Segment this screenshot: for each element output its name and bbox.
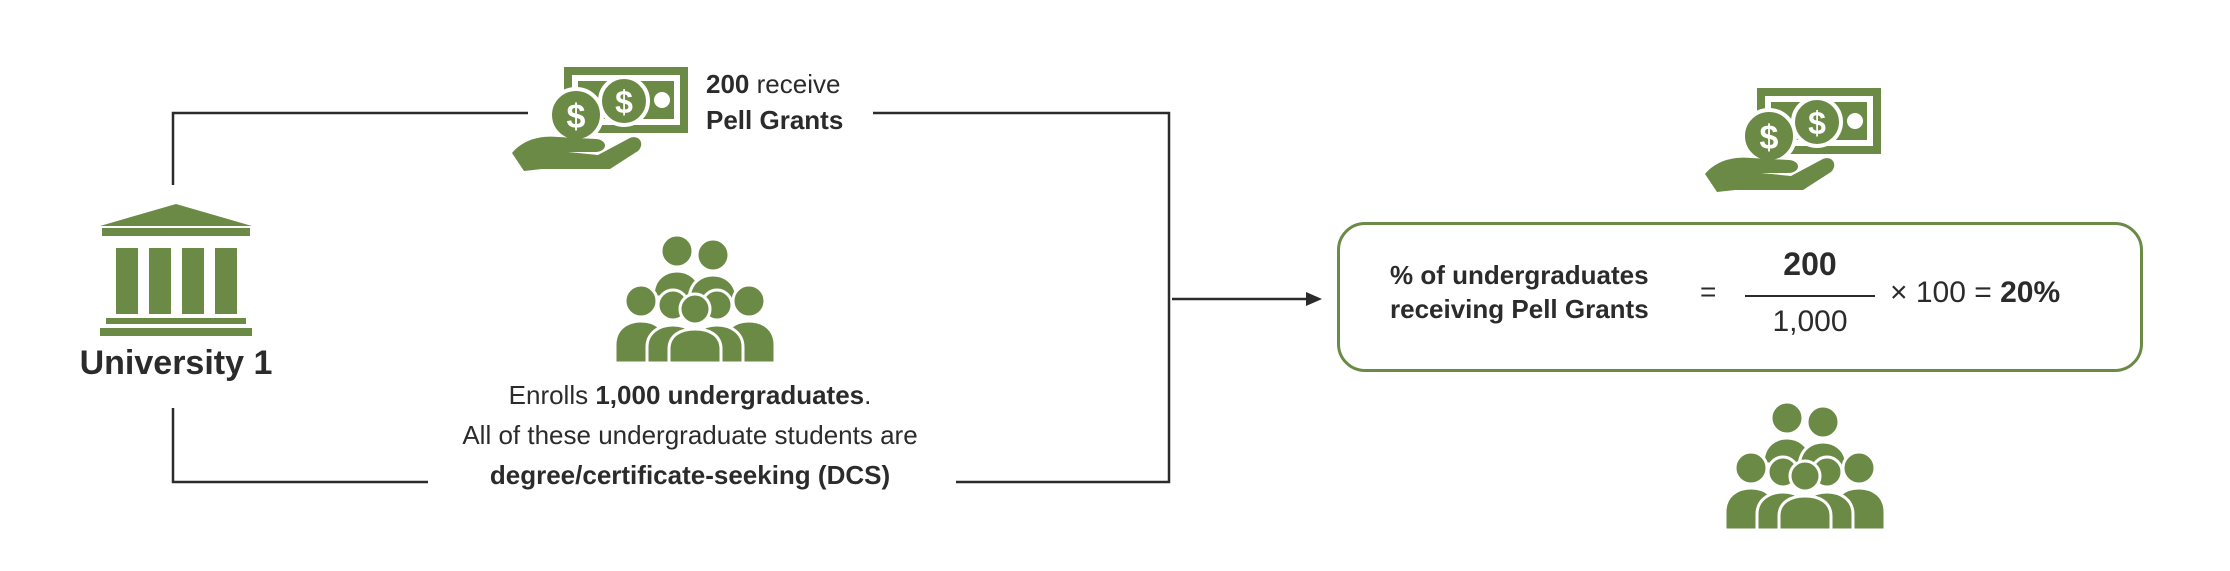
formula-label: % of undergraduates receiving Pell Grant…	[1390, 258, 1649, 326]
formula-result-text: × 100 = 20%	[1890, 276, 2060, 310]
pell-count: 200	[706, 69, 750, 99]
formula-equals: =	[1700, 276, 1717, 307]
pell-receive-word: receive	[749, 69, 841, 99]
formula-box	[1337, 222, 2143, 372]
formula-label-line1: % of undergraduates	[1390, 260, 1649, 290]
bottom-bracket-left	[171, 408, 428, 484]
formula-result: 20%	[2000, 276, 2061, 309]
formula-denominator: 1,000	[1772, 305, 1848, 338]
pell-label: Pell Grants	[706, 105, 844, 135]
enroll-count: 1,000 undergraduates	[595, 380, 865, 410]
university-name: University 1	[79, 344, 273, 382]
top-bracket-right	[873, 111, 1171, 484]
university-building-icon	[100, 204, 252, 336]
people-group-icon	[615, 235, 775, 365]
formula-multiplier: × 100 =	[1890, 276, 1992, 309]
enroll-line2: All of these undergraduate students are	[462, 420, 918, 450]
money-hand-icon-right: $ $	[1705, 88, 1881, 192]
svg-text:$: $	[1808, 105, 1826, 141]
svg-text:$: $	[615, 84, 633, 120]
svg-text:$: $	[567, 98, 586, 136]
pell-recipients-text: 200 receive Pell Grants	[706, 66, 843, 138]
enrollment-text: Enrolls 1,000 undergraduates. All of the…	[410, 375, 970, 495]
money-hand-icon: $ $	[512, 67, 688, 171]
enroll-suffix: .	[864, 380, 872, 410]
fraction-line	[1745, 295, 1875, 297]
top-bracket-left	[171, 111, 528, 185]
formula-label-line2: receiving Pell Grants	[1390, 294, 1649, 324]
svg-text:$: $	[1760, 119, 1779, 157]
enroll-prefix: Enrolls	[508, 380, 596, 410]
enroll-line3: degree/certificate-seeking (DCS)	[489, 460, 891, 490]
people-group-icon-right	[1725, 402, 1885, 532]
formula-numerator: 200	[1783, 246, 1837, 282]
arrow-right-icon	[1306, 292, 1322, 306]
